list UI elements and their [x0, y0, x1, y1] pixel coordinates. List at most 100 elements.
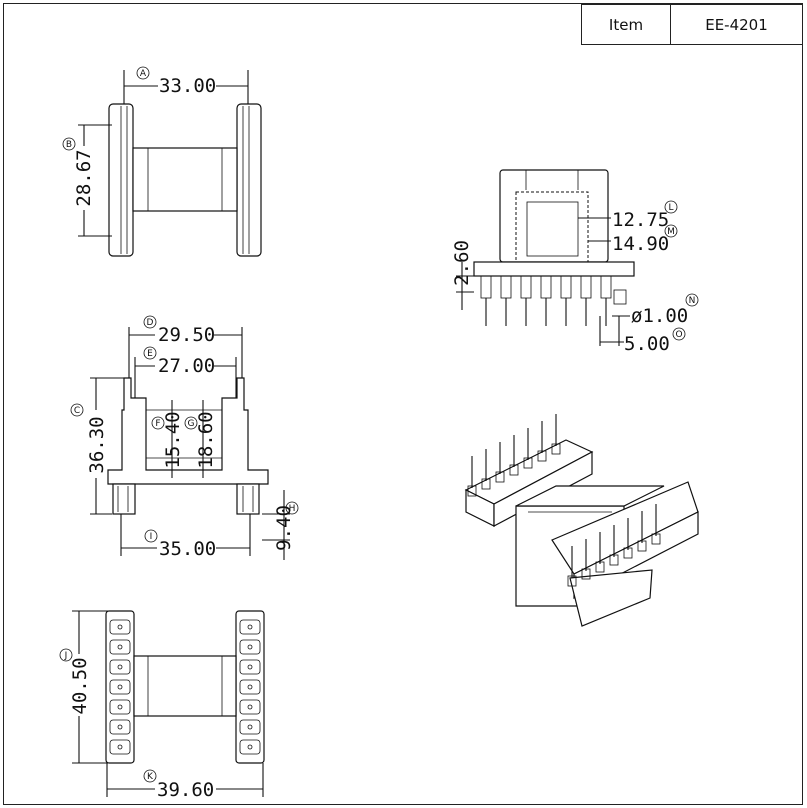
- tag-e: E: [143, 346, 157, 360]
- pin-hole: [117, 744, 123, 750]
- side-pin-socket: [500, 275, 512, 299]
- pin-hole: [247, 624, 253, 630]
- tag-k: K: [143, 769, 157, 783]
- tag-f: F: [151, 416, 165, 430]
- pin-slot: [239, 619, 261, 635]
- dim-e-value: 27.00: [158, 355, 215, 377]
- spec-table: Item EE-4201: [581, 4, 803, 45]
- pin-slot: [109, 719, 131, 735]
- iso-pin-socket: [509, 464, 519, 476]
- pin-slot: [239, 719, 261, 735]
- svg-text:M: M: [667, 227, 675, 237]
- pin-hole: [117, 724, 123, 730]
- svg-text:B: B: [66, 140, 72, 150]
- side-pin-socket: [560, 275, 572, 299]
- pin-slot: [239, 639, 261, 655]
- front-right-post: [236, 483, 260, 515]
- top-view: [78, 70, 262, 257]
- dim-l-value: 12.75: [612, 209, 669, 231]
- pin-hole: [247, 744, 253, 750]
- pin-slot: [239, 679, 261, 695]
- pin-hole: [247, 684, 253, 690]
- svg-text:L: L: [668, 203, 673, 213]
- bottom-bobbin-body: [133, 655, 237, 717]
- pin-hole: [247, 704, 253, 710]
- iso-pin-socket: [637, 540, 647, 552]
- pin-slot: [109, 619, 131, 635]
- iso-pin-socket: [609, 554, 619, 566]
- dim-2-60-value: 2.60: [451, 240, 473, 286]
- iso-pin-socket: [567, 575, 577, 587]
- dimension-labels: 33.00 28.67 29.50 27.00 36.30 15.40 18.6…: [69, 75, 688, 801]
- pin-hole: [117, 704, 123, 710]
- side-pin-socket: [480, 275, 492, 299]
- bottom-right-pin-holes: [239, 619, 261, 755]
- iso-pin-socket: [623, 547, 633, 559]
- item-value: EE-4201: [670, 4, 803, 45]
- iso-pin-socket: [581, 568, 591, 580]
- tag-h: H: [285, 501, 299, 515]
- isometric-view: [464, 414, 699, 627]
- tag-o: O: [672, 327, 686, 341]
- dim-k-value: 39.60: [157, 779, 214, 801]
- dim-f-value: 15.40: [162, 411, 184, 468]
- pin-hole: [247, 644, 253, 650]
- front-bobbin: [107, 377, 269, 485]
- side-pins: [480, 275, 627, 326]
- pin-hole: [117, 684, 123, 690]
- tag-m: M: [664, 224, 678, 238]
- dim-b-value: 28.67: [73, 149, 95, 206]
- svg-text:H: H: [289, 504, 296, 514]
- bottom-view: [72, 610, 265, 797]
- pin-hole: [247, 664, 253, 670]
- iso-pin-socket: [523, 457, 533, 469]
- pin-slot: [109, 739, 131, 755]
- dim-c-value: 36.30: [86, 416, 108, 473]
- iso-pin-socket: [651, 533, 661, 545]
- tag-n: N: [685, 293, 699, 307]
- iso-pin-socket: [481, 478, 491, 490]
- svg-text:N: N: [689, 296, 696, 306]
- dim-g-value: 18.60: [195, 411, 217, 468]
- tag-c: C: [70, 403, 84, 417]
- tag-d: D: [143, 315, 157, 329]
- iso-pin-socket: [495, 471, 505, 483]
- pin-slot: [109, 699, 131, 715]
- top-bobbin-body: [132, 147, 238, 212]
- dim-i-value: 35.00: [159, 538, 216, 560]
- iso-pin-socket: [551, 443, 561, 455]
- side-pin-socket: [540, 275, 552, 299]
- iso-pin-socket: [537, 450, 547, 462]
- pin-slot: [109, 679, 131, 695]
- svg-text:D: D: [147, 318, 154, 328]
- dim-d-value: 29.50: [158, 324, 215, 346]
- tag-i: I: [144, 529, 158, 543]
- side-view: [456, 169, 635, 346]
- iso-left-pins: [467, 414, 561, 497]
- svg-text:F: F: [155, 419, 160, 429]
- svg-text:A: A: [140, 69, 147, 79]
- iso-core-bottom: [569, 569, 653, 627]
- svg-text:E: E: [147, 349, 153, 359]
- svg-text:K: K: [147, 772, 154, 782]
- pin-hole: [117, 664, 123, 670]
- svg-text:I: I: [150, 532, 153, 542]
- dim-o-value: 5.00: [624, 333, 670, 355]
- tag-j: J: [59, 648, 73, 662]
- dim-h-value: 9.40: [273, 505, 295, 551]
- tag-l: L: [664, 200, 678, 214]
- pin-hole: [117, 624, 123, 630]
- item-label: Item: [581, 4, 671, 45]
- pin-slot: [109, 659, 131, 675]
- dim-a-value: 33.00: [159, 75, 216, 97]
- side-pin-socket: [520, 275, 532, 299]
- dim-n-value: ø1.00: [631, 305, 688, 327]
- pin-slot: [239, 699, 261, 715]
- side-base: [473, 261, 635, 277]
- front-left-post: [112, 483, 136, 515]
- iso-pin-socket: [467, 485, 477, 497]
- dim-m-value: 14.90: [612, 233, 669, 255]
- side-pin-socket: [600, 275, 612, 299]
- tag-a: A: [136, 66, 150, 80]
